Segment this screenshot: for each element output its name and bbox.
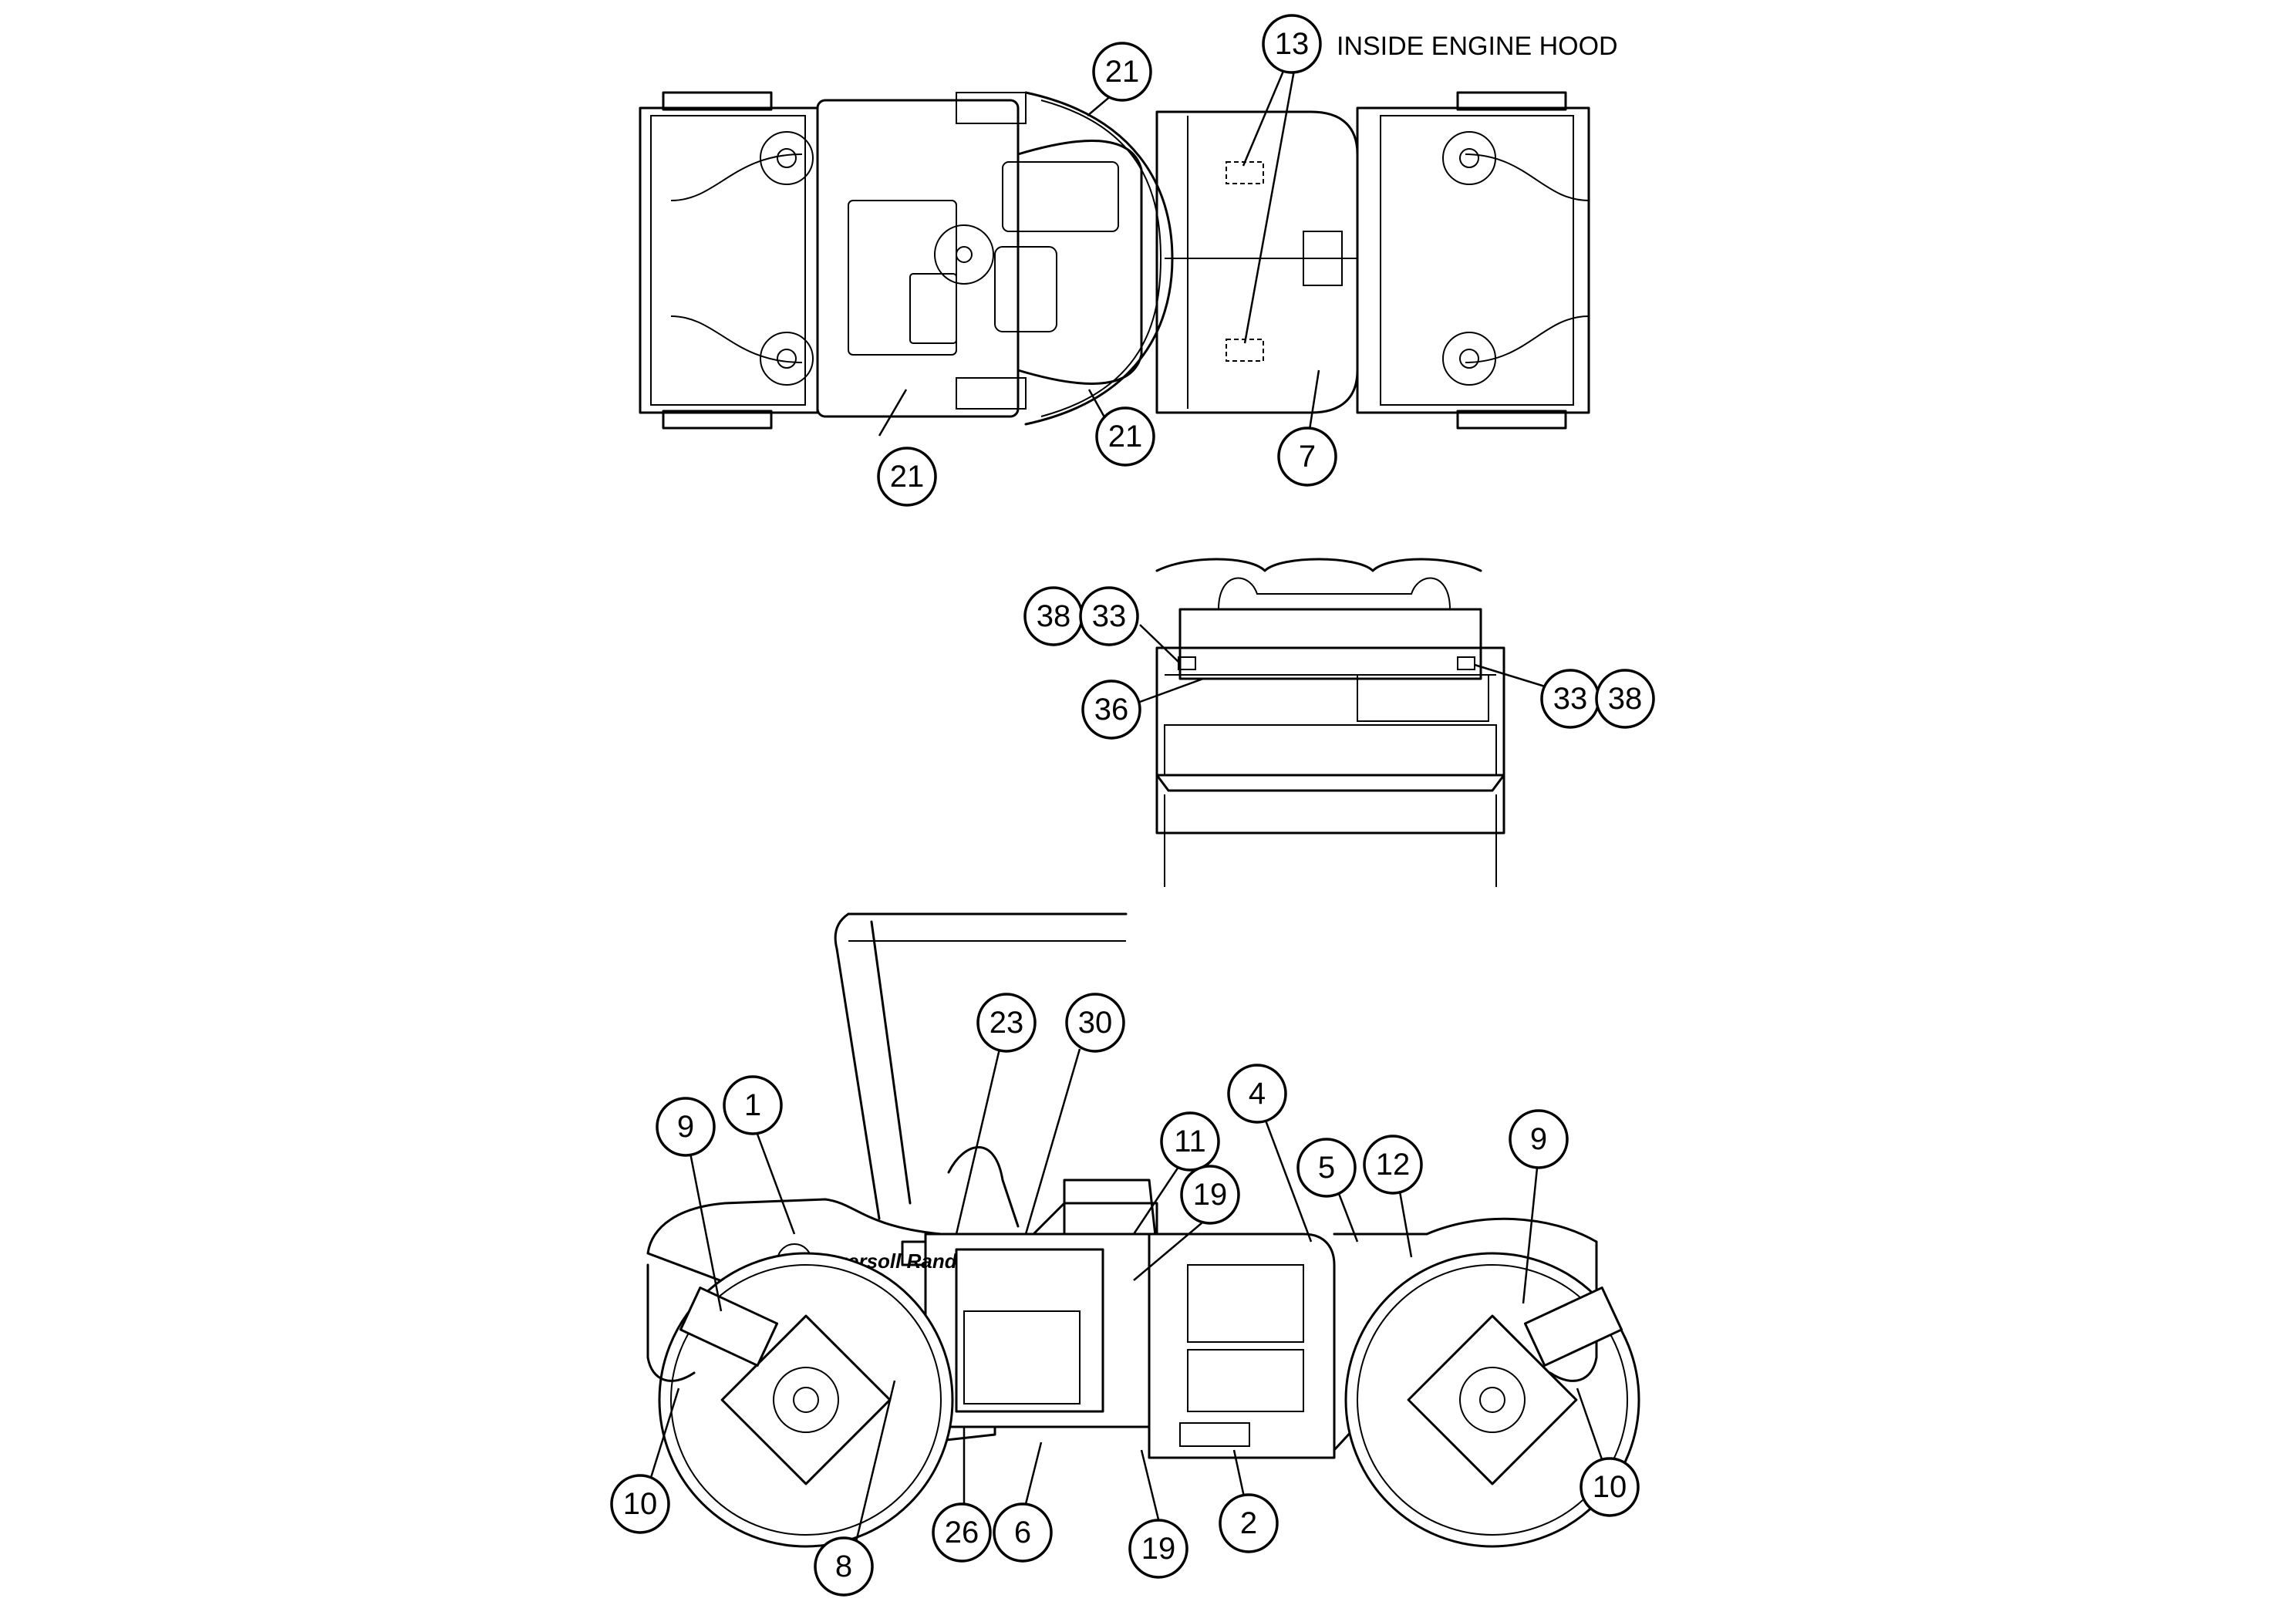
- leader-lines: [645, 59, 1610, 1559]
- callout-19-top-label: 19: [1193, 1178, 1228, 1212]
- callout-9-left: 9: [656, 1097, 716, 1157]
- callout-19-top: 19: [1180, 1165, 1240, 1225]
- callout-33-right: 33: [1540, 669, 1600, 729]
- callout-10-left-label: 10: [623, 1487, 658, 1521]
- callout-7: 7: [1277, 427, 1337, 487]
- inside-engine-hood-note: INSIDE ENGINE HOOD: [1337, 32, 1618, 61]
- rear-view: [1155, 558, 1505, 887]
- callout-6-label: 6: [1014, 1516, 1031, 1549]
- callout-33-left-label: 33: [1092, 599, 1127, 633]
- callout-21-top-label: 21: [1105, 55, 1140, 89]
- callout-2-label: 2: [1240, 1506, 1257, 1540]
- callout-30: 30: [1065, 993, 1125, 1053]
- callout-38-left-label: 38: [1037, 599, 1071, 633]
- callout-10-right-label: 10: [1593, 1470, 1627, 1504]
- callout-13: 13: [1262, 14, 1322, 74]
- callout-10-left: 10: [610, 1474, 670, 1534]
- callout-8: 8: [814, 1536, 874, 1597]
- callout-26-label: 26: [945, 1516, 979, 1549]
- callout-7-label: 7: [1299, 440, 1316, 474]
- callout-19-bottom: 19: [1128, 1519, 1188, 1579]
- callout-4: 4: [1227, 1064, 1287, 1124]
- callout-38-right: 38: [1595, 669, 1655, 729]
- callout-21-left-label: 21: [890, 460, 925, 494]
- callout-6: 6: [993, 1502, 1053, 1563]
- callout-5: 5: [1296, 1138, 1357, 1198]
- callout-10-right: 10: [1580, 1457, 1640, 1517]
- callout-36: 36: [1081, 679, 1141, 740]
- callout-9-right: 9: [1509, 1109, 1569, 1169]
- callout-9-right-label: 9: [1530, 1122, 1547, 1156]
- callout-26: 26: [932, 1502, 992, 1563]
- callout-36-label: 36: [1094, 693, 1129, 727]
- callout-12: 12: [1363, 1135, 1423, 1195]
- top-view: [639, 91, 1590, 430]
- callout-12-label: 12: [1376, 1148, 1411, 1182]
- callout-33-left: 33: [1079, 586, 1139, 646]
- callout-33-right-label: 33: [1553, 682, 1588, 716]
- callout-13-label: 13: [1275, 27, 1310, 61]
- callout-38-right-label: 38: [1608, 682, 1643, 716]
- callout-bubbles: 13 21 21 21 7 38 33 36 33 38 23 30 4 1 9…: [610, 14, 1655, 1597]
- callout-21-top: 21: [1092, 42, 1152, 102]
- callout-8-label: 8: [835, 1549, 852, 1583]
- callout-4-label: 4: [1249, 1077, 1266, 1111]
- callout-21-left: 21: [877, 447, 937, 507]
- callout-11: 11: [1160, 1111, 1220, 1172]
- callout-11-label: 11: [1174, 1125, 1206, 1158]
- callout-21-right: 21: [1095, 406, 1155, 467]
- callout-2: 2: [1219, 1493, 1279, 1553]
- callout-1-label: 1: [744, 1088, 761, 1122]
- callout-21-right-label: 21: [1108, 420, 1143, 454]
- callout-23-label: 23: [990, 1006, 1024, 1040]
- callout-19-bottom-label: 19: [1141, 1532, 1176, 1566]
- callout-1: 1: [723, 1075, 783, 1135]
- callout-30-label: 30: [1078, 1006, 1113, 1040]
- callout-38-left: 38: [1023, 586, 1084, 646]
- side-view: Ingersoll Rand: [646, 912, 1640, 1548]
- callout-5-label: 5: [1318, 1151, 1335, 1185]
- callout-23: 23: [976, 993, 1037, 1053]
- callout-9-left-label: 9: [677, 1110, 694, 1144]
